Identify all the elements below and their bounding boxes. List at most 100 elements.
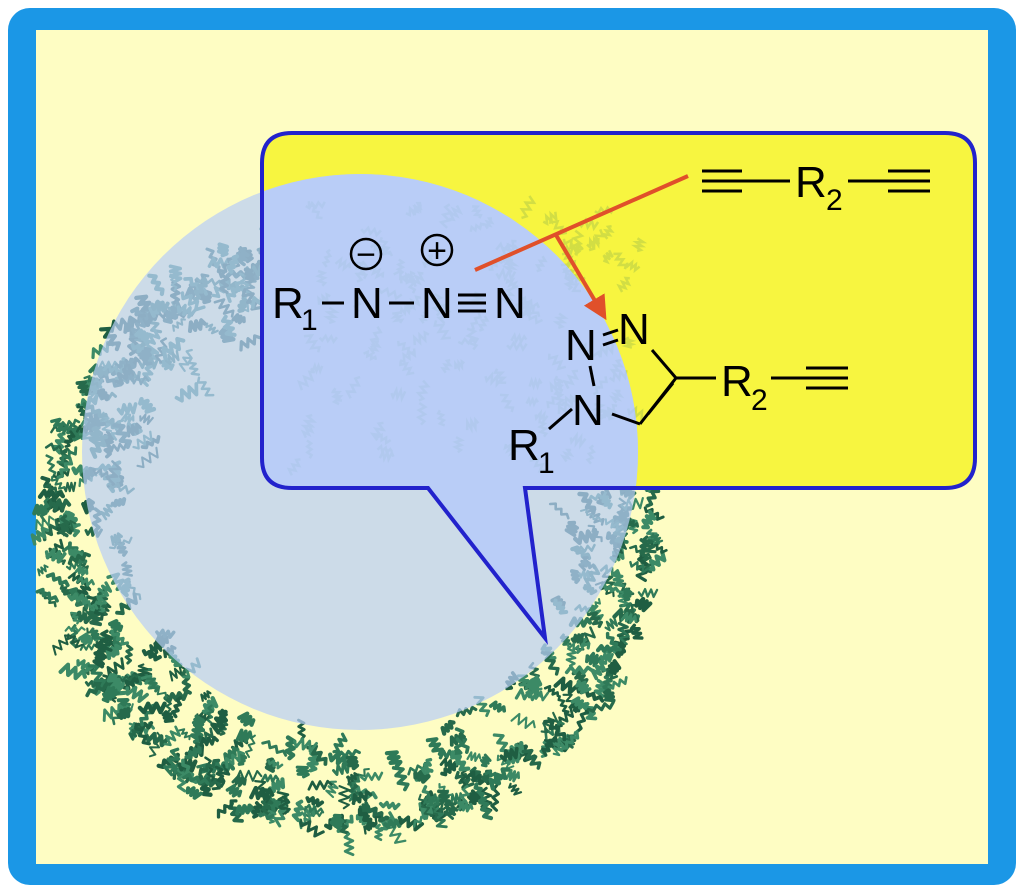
protein-ribbon [45, 454, 57, 478]
protein-ribbon [557, 695, 570, 714]
protein-ribbon [225, 784, 243, 798]
protein-ribbon [108, 619, 124, 633]
faint-protein-ribbon [621, 336, 637, 349]
protein-ribbon [176, 764, 187, 793]
protein-ribbon [299, 818, 325, 838]
protein-ribbon [332, 732, 348, 754]
protein-ribbon [629, 560, 650, 574]
protein-ribbon [74, 565, 89, 577]
protein-ribbon [467, 789, 481, 806]
protein-ribbon [345, 755, 360, 771]
protein-ribbon [413, 769, 431, 784]
protein-ribbon [224, 750, 246, 769]
protein-ribbon [543, 718, 567, 742]
protein-ribbon [645, 549, 667, 572]
protein-ribbon [575, 679, 592, 695]
protein-ribbon [622, 587, 633, 602]
protein-ribbon [383, 817, 404, 829]
protein-ribbon [148, 731, 164, 758]
faint-protein-ribbon [563, 242, 584, 258]
protein-ribbon [508, 782, 523, 796]
protein-ribbon [620, 611, 638, 625]
protein-ribbon [180, 669, 192, 695]
protein-ribbon [420, 757, 433, 776]
dialkyne-r-group: R [795, 158, 827, 207]
protein-ribbon [75, 380, 91, 396]
protein-ribbon [525, 688, 549, 702]
protein-ribbon [595, 644, 619, 654]
protein-ribbon [303, 803, 325, 815]
protein-ribbon [619, 602, 641, 624]
azide-r-group: R [272, 279, 304, 328]
protein-ribbon [561, 730, 580, 750]
azide-nitrogen-1: N [351, 279, 383, 328]
faint-protein-ribbon [586, 235, 600, 250]
protein-ribbon [58, 662, 87, 681]
protein-ribbon [650, 532, 664, 545]
protein-ribbon [505, 768, 520, 783]
protein-ribbon [184, 744, 202, 761]
triazole-product: N N N R 2 R 1 [508, 305, 848, 480]
protein-ribbon [450, 750, 471, 772]
protein-ribbon [346, 772, 359, 784]
protein-ribbon [336, 749, 361, 759]
protein-ribbon [204, 756, 215, 784]
faint-protein-ribbon [600, 224, 615, 240]
protein-ribbon [440, 762, 457, 777]
protein-ribbon [141, 649, 162, 662]
protein-ribbon [437, 789, 451, 807]
protein-ribbon [276, 791, 291, 815]
protein-ribbon [378, 800, 401, 811]
protein-ribbon [78, 632, 94, 646]
protein-ribbon [52, 634, 72, 656]
triazole-r2-subscript: 2 [751, 384, 768, 417]
triazole-r1-group: R [508, 421, 540, 470]
protein-ribbon [384, 750, 403, 769]
protein-ribbon [218, 719, 229, 736]
protein-ribbon [43, 483, 65, 496]
protein-ribbon [295, 765, 310, 779]
protein-ribbon [124, 644, 134, 665]
protein-ribbon [305, 796, 325, 808]
faint-protein-ribbon [625, 259, 641, 274]
protein-ribbon [110, 629, 130, 646]
protein-ribbon [543, 684, 560, 698]
protein-ribbon [251, 801, 263, 819]
faint-protein-ribbon [588, 228, 605, 252]
protein-ribbon [365, 804, 390, 823]
protein-ribbon [137, 663, 149, 679]
faint-protein-ribbon [631, 237, 648, 253]
protein-ribbon [391, 766, 410, 792]
protein-ribbon [528, 675, 543, 692]
arrow-icon [474, 174, 689, 321]
protein-ribbon [199, 735, 219, 747]
protein-ribbon [146, 677, 160, 693]
protein-ribbon [363, 815, 382, 835]
protein-ribbon [607, 659, 622, 676]
protein-ribbon [39, 497, 50, 522]
protein-ribbon [634, 596, 653, 613]
faint-protein-ribbon [577, 217, 600, 232]
protein-ribbon [237, 711, 256, 727]
protein-ribbon [92, 640, 107, 669]
protein-ribbon [521, 748, 542, 770]
protein-ribbon [438, 749, 461, 760]
protein-ribbon [338, 785, 351, 810]
protein-ribbon [236, 752, 248, 766]
protein-ribbon [64, 430, 76, 448]
dialkyne-molecule: R 2 [702, 158, 930, 217]
protein-ribbon [235, 803, 255, 816]
protein-ribbon [374, 823, 384, 842]
protein-ribbon [171, 696, 183, 719]
protein-ribbon [30, 526, 50, 546]
protein-ribbon [99, 629, 114, 652]
protein-ribbon [588, 598, 601, 612]
protein-ribbon [629, 544, 652, 560]
protein-ribbon [76, 659, 95, 673]
protein-ribbon [200, 690, 212, 702]
protein-ribbon [637, 587, 659, 599]
faint-protein-ribbon [569, 229, 585, 256]
protein-ribbon [516, 674, 531, 690]
triazole-nitrogen-1: N [572, 386, 604, 435]
